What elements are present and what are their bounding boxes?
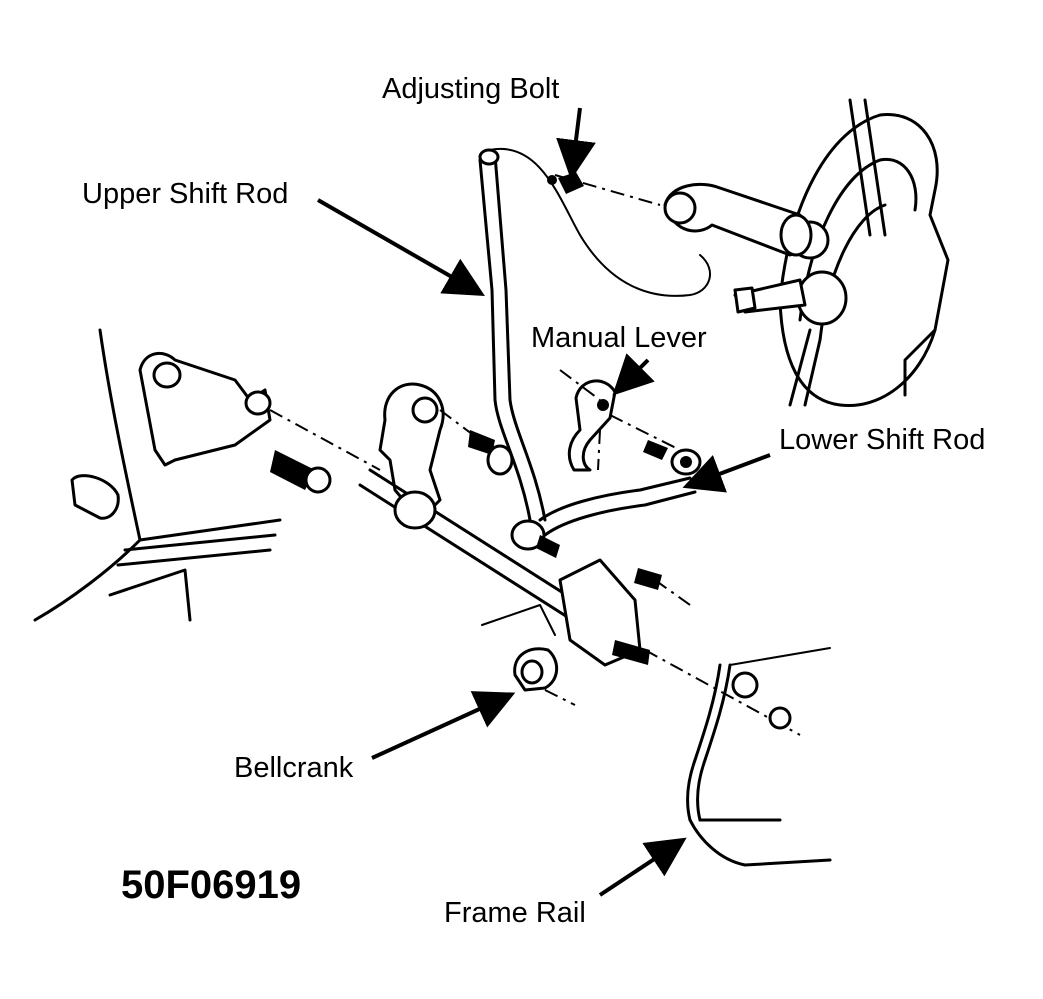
lower-shift-rod — [538, 448, 702, 537]
left-bracket — [33, 328, 381, 622]
label-manual-lever: Manual Lever — [531, 322, 707, 354]
arrow-bellcrank — [371, 691, 516, 760]
leader-arrows — [317, 107, 771, 897]
label-bellcrank: Bellcrank — [234, 752, 354, 784]
transmission-shift-arm — [489, 147, 813, 297]
arrow-adjusting-bolt — [556, 107, 596, 180]
adjusting-bolt-part — [547, 172, 584, 194]
transmission-housing — [733, 98, 950, 408]
arrow-frame-rail — [598, 837, 687, 897]
label-adjusting-bolt: Adjusting Bolt — [382, 73, 559, 105]
upper-shift-rod — [478, 148, 547, 522]
label-frame-rail: Frame Rail — [444, 897, 586, 929]
arrow-upper-shift-rod — [317, 198, 485, 296]
frame-rail-part — [644, 647, 832, 867]
bellcrank-assembly — [358, 382, 691, 706]
label-upper-shift-rod: Upper Shift Rod — [82, 178, 288, 210]
figure-id: 50F06919 — [121, 863, 301, 907]
manual-lever-part — [559, 369, 681, 472]
label-lower-shift-rod: Lower Shift Rod — [779, 424, 985, 456]
arrow-lower-shift-rod — [682, 453, 771, 493]
arrow-manual-lever — [612, 353, 655, 396]
